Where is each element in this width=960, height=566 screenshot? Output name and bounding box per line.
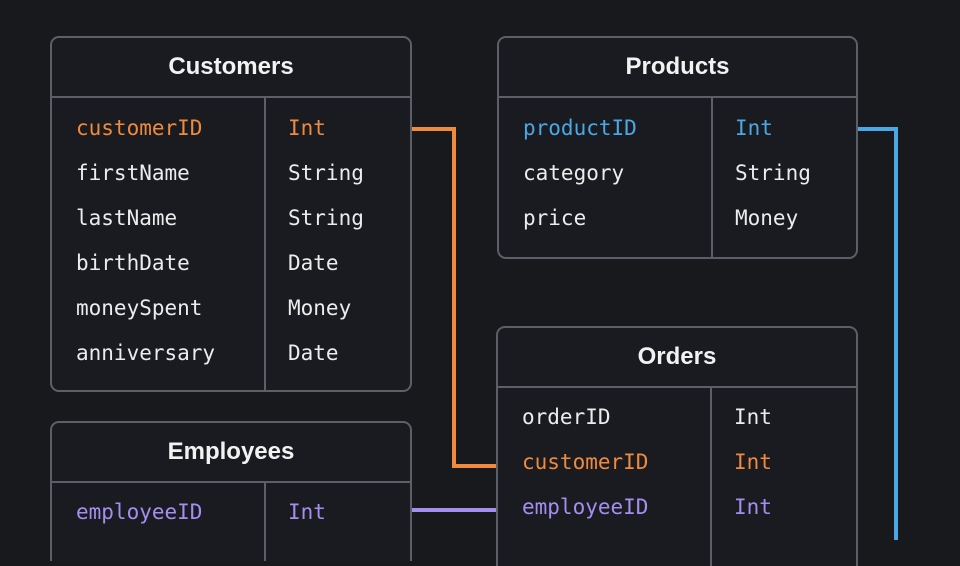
products-title: Products [499,38,856,98]
relationship-lines [412,127,898,540]
customers-field-lastname: lastName [76,206,178,230]
orders-field-employeeid: employeeID [522,495,649,519]
employees-title: Employees [52,423,410,483]
products-field-price: price [523,206,587,230]
products-type-productid: Int [735,116,773,140]
customers-type-lastname: String [288,206,364,230]
employees-field-employeeid: employeeID [76,500,203,524]
customers-field-birthdate: birthDate [76,251,190,275]
customers-field-moneyspent: moneySpent [76,296,203,320]
product-id-link [858,127,898,540]
orders-table: Orders orderID customerID employeeID Int… [496,326,858,566]
customers-type-moneyspent: Money [288,296,352,320]
customers-type-birthdate: Date [288,251,339,275]
products-type-price: Money [735,206,799,230]
orders-field-orderid: orderID [522,405,611,429]
customers-type-anniversary: Date [288,341,339,365]
products-field-productid: productID [523,116,637,140]
customers-table: Customers customerID firstName lastName … [50,36,412,392]
orders-field-customerid: customerID [522,450,649,474]
orders-title: Orders [498,328,856,388]
orders-type-employeeid: Int [734,495,772,519]
customers-field-anniversary: anniversary [76,341,216,365]
customers-type-customerid: Int [288,116,326,140]
products-type-category: String [735,161,811,185]
products-table: Products productID category price Int St… [497,36,858,259]
orders-type-customerid: Int [734,450,772,474]
employees-table: Employees employeeID Int [50,421,412,561]
customers-title: Customers [52,38,410,98]
employees-type-employeeid: Int [288,500,326,524]
orders-type-orderid: Int [734,405,772,429]
products-field-category: category [523,161,625,185]
customers-field-customerid: customerID [76,116,203,140]
customer-id-link [412,127,496,468]
customers-field-firstname: firstName [76,161,190,185]
customers-type-firstname: String [288,161,364,185]
